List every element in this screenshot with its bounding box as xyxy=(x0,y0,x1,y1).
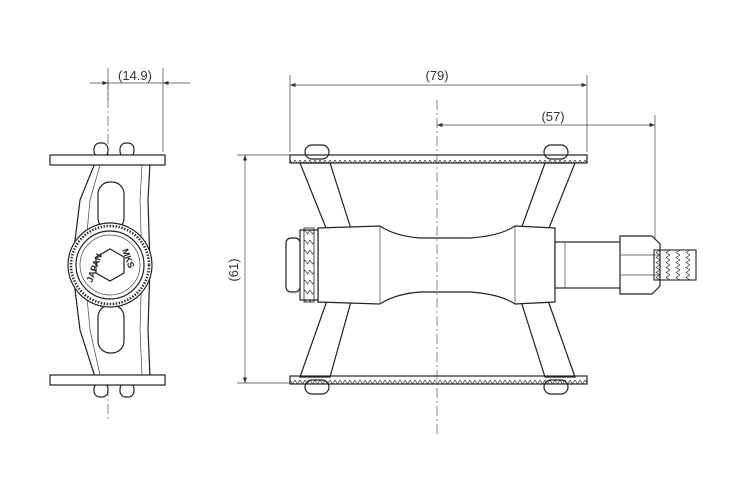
dimension-79: (79) xyxy=(425,68,448,83)
axle xyxy=(554,241,626,289)
axle-thread xyxy=(653,249,697,281)
side-view: (14.9) JAPAN MKS xyxy=(49,68,190,420)
axle-nut xyxy=(619,235,661,295)
front-bottom-plate xyxy=(289,375,588,385)
dust-cap: JAPAN MKS xyxy=(67,222,153,308)
pedal-body xyxy=(317,225,556,305)
cage-arm xyxy=(519,291,576,378)
front-top-plate xyxy=(289,154,588,164)
side-bottom-plate xyxy=(49,374,166,386)
cage-slot xyxy=(97,304,125,354)
side-top-plate xyxy=(49,154,166,166)
front-view: (79) (57) (61) xyxy=(226,68,697,435)
dimension-57: (57) xyxy=(541,109,564,124)
dimension-14-9: (14.9) xyxy=(118,68,152,83)
cage-arm xyxy=(299,291,353,378)
dimension-61: (61) xyxy=(226,258,241,281)
hex-socket-icon xyxy=(95,248,125,282)
